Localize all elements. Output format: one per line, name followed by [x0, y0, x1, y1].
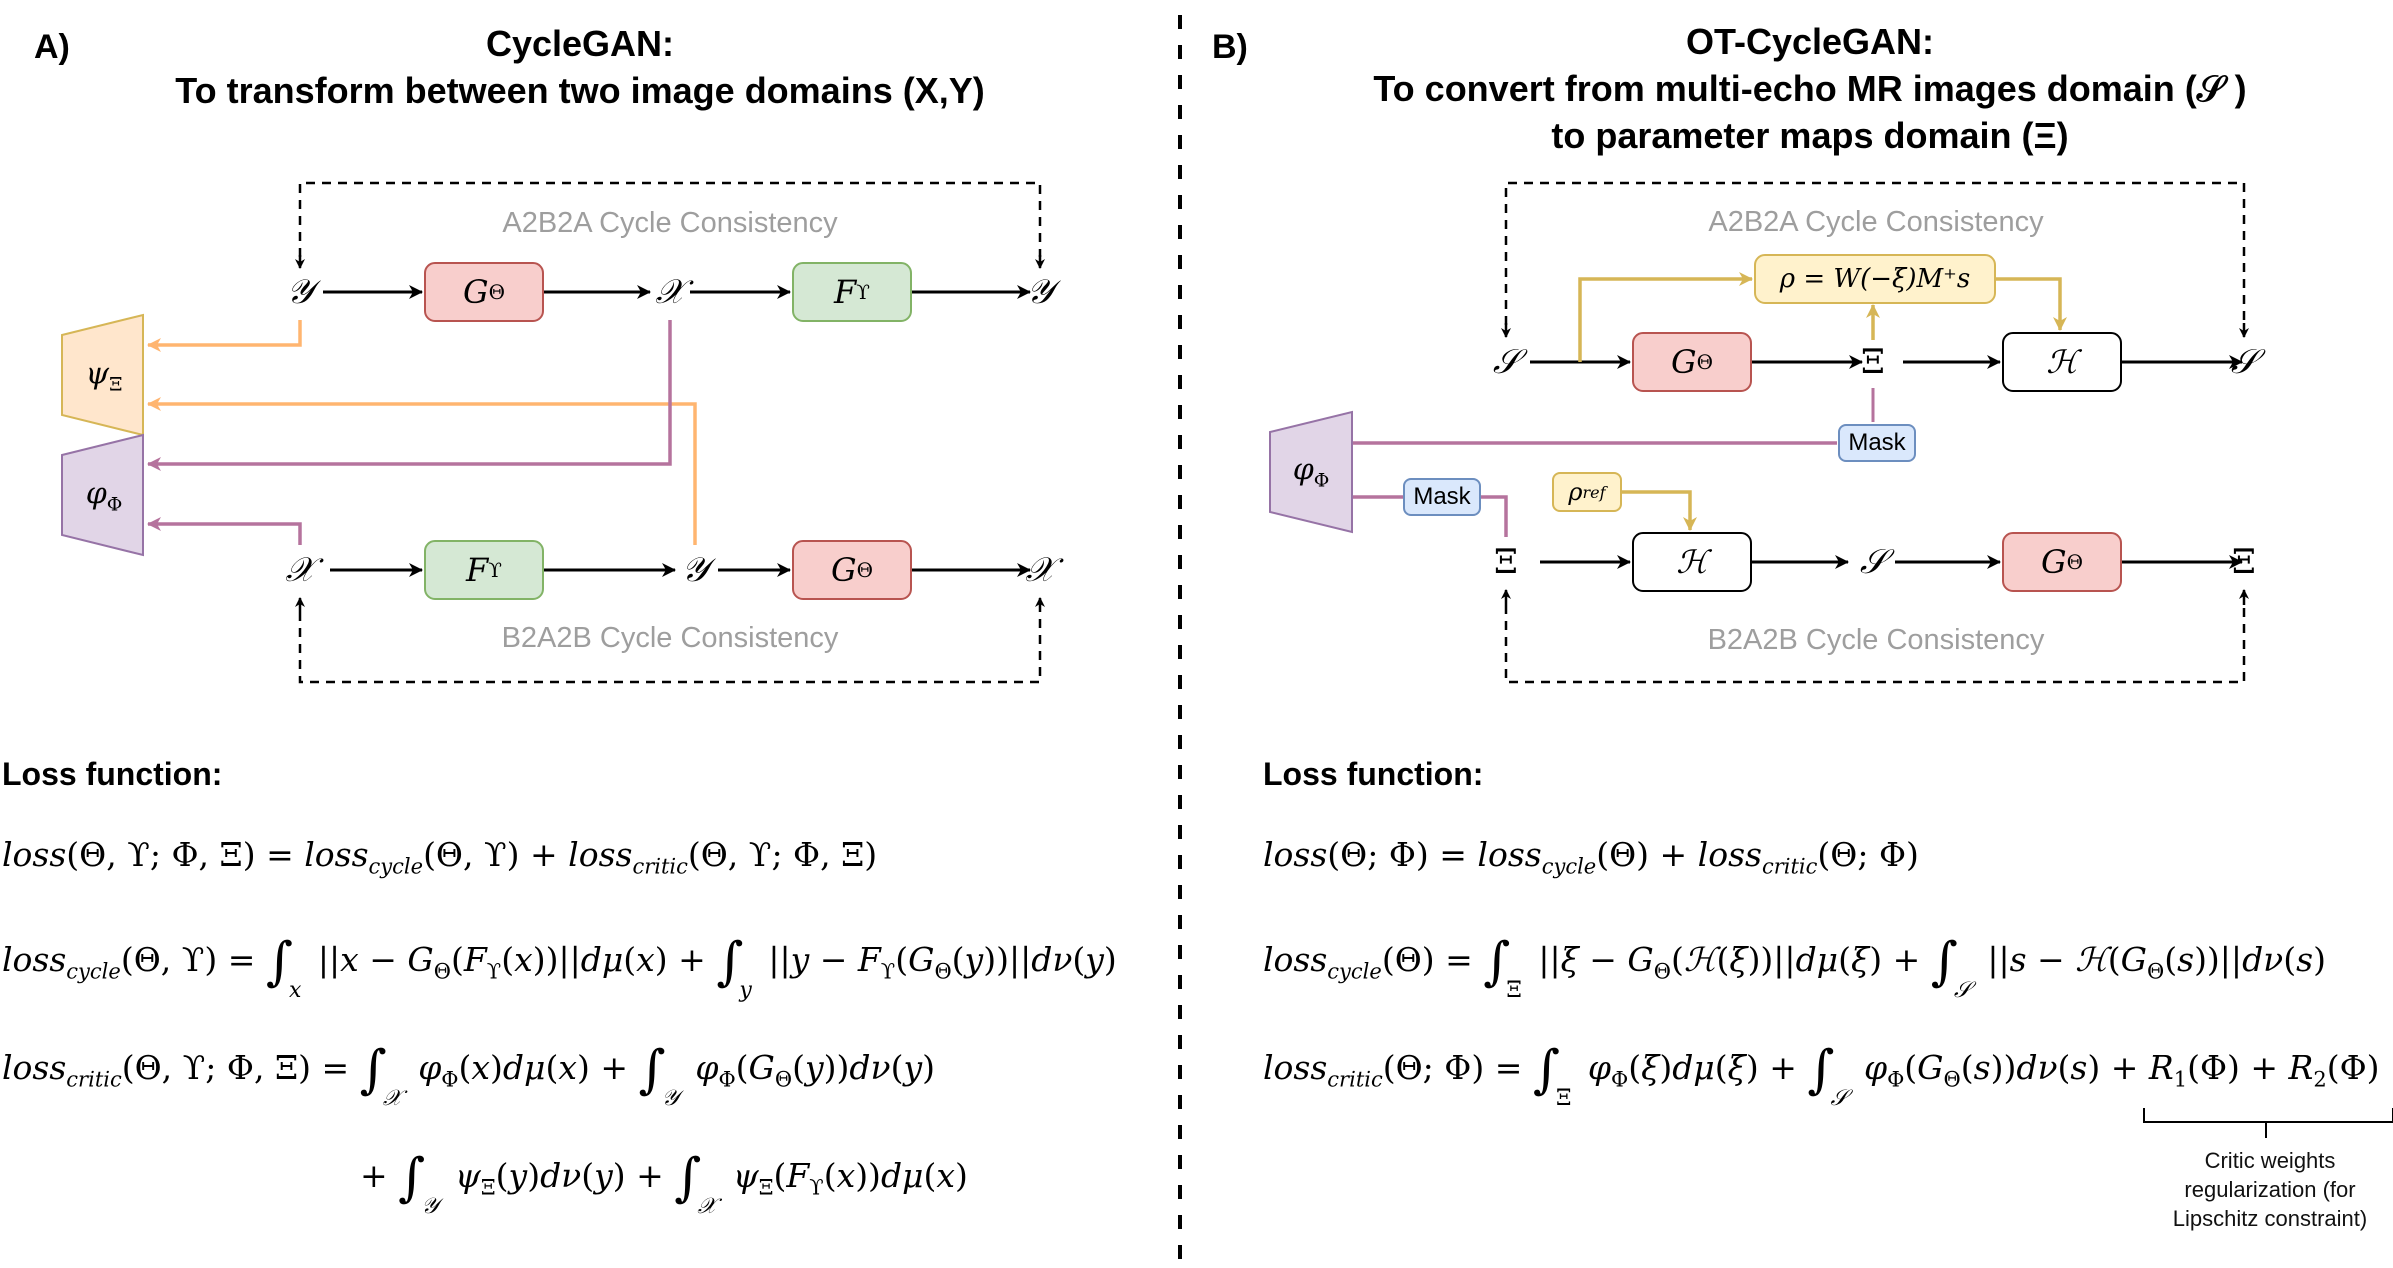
b2a2b-cycle-label: B2A2B Cycle Consistency — [501, 622, 839, 654]
phi-sub: Φ — [106, 493, 123, 516]
phi-critic-shape-b — [1269, 410, 1353, 534]
b-b2a2b-cycle-label: B2A2B Cycle Consistency — [1707, 624, 2045, 656]
arrow-s-to-rho — [1578, 272, 1753, 362]
regularization-bracket — [2143, 1108, 2393, 1123]
integral-domain: y — [739, 978, 752, 1003]
arrow-y2-to-psi — [147, 397, 697, 545]
b-a2b2a-cycle-line — [1504, 181, 2246, 325]
b-forward-model-box-2[interactable]: ℋ — [1632, 532, 1752, 592]
panel-b-title-line1: OT-CycleGAN: — [1685, 21, 1935, 62]
a2b2a-cycle-line — [298, 181, 1042, 257]
b-forward-model-box[interactable]: ℋ — [2002, 332, 2122, 392]
phi-critic-a[interactable]: φΦ — [86, 477, 123, 516]
b-node-xi-end: Ξ — [2232, 542, 2256, 582]
b-node-xi-start: Ξ — [1494, 542, 1518, 582]
integral-domain: 𝒮 — [1830, 1086, 1848, 1111]
node-y-mid: 𝒴 — [681, 550, 709, 590]
integral-domain: 𝒴 — [661, 1086, 679, 1111]
mask-box-top[interactable]: Mask — [1838, 424, 1916, 462]
arrow-xi2-to-mask — [1478, 495, 1508, 537]
arrow-x-to-phi — [147, 320, 672, 471]
arrow-y-to-psi — [147, 320, 302, 352]
gen-sub: Θ — [1696, 350, 1713, 374]
arrow-rhoref-to-h — [1622, 490, 1697, 531]
panel-a-title-line1: CycleGAN: — [485, 23, 675, 64]
equation-critic-a-cont: + ∫𝒴 ψΞ(y)dν(y) + ∫𝒳 ψΞ(Fϒ(x))dμ(x) — [360, 1148, 968, 1219]
gen-sub: ϒ — [856, 280, 870, 304]
rho-symbol: ρ — [1568, 478, 1583, 506]
panel-a-title: CycleGAN: To transform between two image… — [90, 20, 1070, 114]
phi-critic-b[interactable]: φΦ — [1293, 453, 1330, 492]
integral-domain: 𝒴 — [421, 1194, 439, 1219]
integral-domain: Ξ — [1555, 1086, 1572, 1111]
equation-cycle-b: losscycle(Θ) = ∫Ξ ||ξ − GΘ(ℋ(ξ))||dμ(ξ) … — [1263, 932, 2326, 1003]
b2a2b-cycle-line — [298, 612, 1042, 684]
gen-label: G — [2041, 543, 2067, 581]
b-node-s-mid: 𝒮 — [1859, 542, 1887, 582]
rho-sub: ref — [1582, 482, 1606, 502]
panel-b-title-line3: to parameter maps domain (Ξ) — [1551, 115, 2069, 156]
gen-label: G — [463, 273, 489, 311]
integral-domain: x — [289, 978, 302, 1003]
integral-domain: Ξ — [1506, 978, 1522, 1003]
gen-sub: Θ — [2066, 550, 2083, 574]
equation-total-a: loss(Θ, ϒ; Φ, Ξ) = losscycle(Θ, ϒ) + los… — [2, 835, 878, 879]
b-b2a2b-cycle-line — [1504, 605, 2246, 684]
panel-b-title-line2: To convert from multi-echo MR images dom… — [1373, 68, 2247, 109]
node-y-end: 𝒴 — [1026, 272, 1054, 312]
node-x-end: 𝒳 — [1025, 550, 1055, 590]
annotation-line: regularization (for — [2184, 1177, 2356, 1202]
equation-critic-a: losscritic(Θ, ϒ; Φ, Ξ) = ∫𝒳 φΦ(x)dμ(x) +… — [2, 1040, 935, 1111]
psi-critic[interactable]: ψΞ — [86, 357, 123, 396]
b-node-s-end: 𝒮 — [2230, 342, 2258, 382]
node-x-mid: 𝒳 — [655, 272, 685, 312]
arrow-x2-to-phi — [147, 517, 302, 545]
arrow-rho-to-h — [1995, 277, 2067, 331]
b-node-s-start: 𝒮 — [1492, 342, 1520, 382]
phi-critic-shape-a — [61, 433, 144, 557]
b-a2b2a-cycle-label: A2B2A Cycle Consistency — [1708, 206, 2044, 238]
loss-heading-a: Loss function: — [2, 756, 223, 792]
gen-label: F — [834, 273, 857, 311]
gen-sub: Θ — [488, 280, 505, 304]
loss-heading-b: Loss function: — [1263, 756, 1484, 792]
phi-symbol: φ — [1292, 452, 1314, 488]
rho-equation-box[interactable]: ρ = W(−ξ)M⁺s — [1754, 254, 1996, 304]
panel-b-letter: B) — [1212, 28, 1248, 66]
panel-a-letter: A) — [34, 28, 70, 66]
annotation-line: Lipschitz constraint) — [2172, 1206, 2368, 1231]
phi-symbol: φ — [85, 476, 107, 512]
node-x-start: 𝒳 — [285, 550, 315, 590]
equation-total-b: loss(Θ; Φ) = losscycle(Θ) + losscritic(Θ… — [1263, 835, 1919, 879]
equation-cycle-a: losscycle(Θ, ϒ) = ∫x ||x − GΘ(Fϒ(x))||dμ… — [2, 932, 1117, 1003]
gen-label: F — [466, 551, 489, 589]
mask-box-bottom[interactable]: Mask — [1403, 478, 1481, 516]
psi-sub: Ξ — [109, 373, 123, 396]
gen-label: G — [831, 551, 857, 589]
psi-symbol: ψ — [85, 356, 110, 392]
equation-critic-b: losscritic(Θ; Φ) = ∫Ξ φΦ(ξ)dμ(ξ) + ∫𝒮 φΦ… — [1263, 1040, 2380, 1111]
regularization-annotation: Critic weights regularization (for Lipsc… — [2150, 1146, 2390, 1233]
integral-domain: 𝒳 — [697, 1194, 717, 1219]
panel-b-title: OT-CycleGAN: To convert from multi-echo … — [1260, 18, 2360, 159]
integral-domain: 𝒳 — [382, 1086, 402, 1111]
gen-sub: ϒ — [488, 558, 502, 582]
b-node-xi-mid: Ξ — [1861, 342, 1885, 382]
a2b2a-cycle-label: A2B2A Cycle Consistency — [502, 207, 838, 239]
annotation-line: Critic weights — [2204, 1148, 2336, 1173]
phi-sub: Φ — [1313, 469, 1330, 492]
gen-sub: Θ — [856, 558, 873, 582]
gen-label: G — [1671, 343, 1697, 381]
integral-domain: 𝒮 — [1953, 978, 1971, 1003]
node-y-start: 𝒴 — [286, 272, 314, 312]
panel-a-title-line2: To transform between two image domains (… — [175, 70, 985, 111]
